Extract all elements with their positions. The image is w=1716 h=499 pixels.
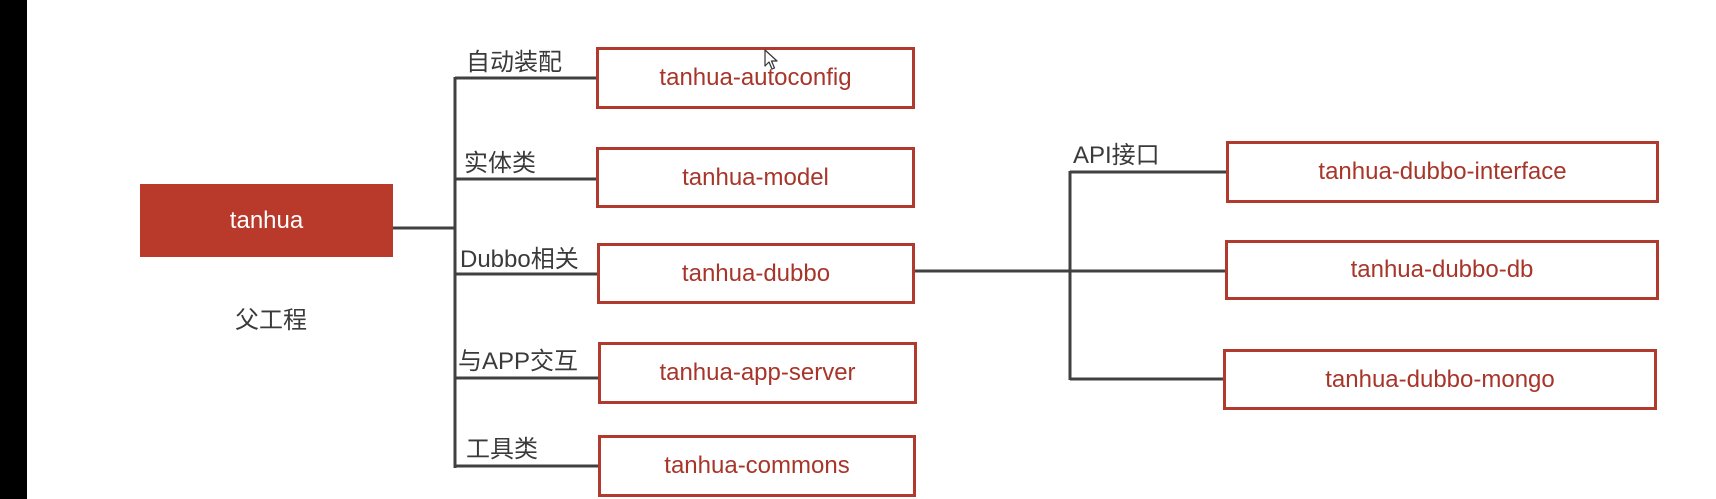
module-name: tanhua-model [682, 163, 829, 191]
submodule-box-dubbo-db[interactable]: tanhua-dubbo-db [1225, 240, 1659, 300]
edge-label-commons: 工具类 [466, 436, 538, 463]
edge-label-autoconfig: 自动装配 [466, 49, 562, 76]
edge-label-dubbo: Dubbo相关 [460, 246, 579, 273]
edge-label-model: 实体类 [464, 150, 536, 177]
module-box-model[interactable]: tanhua-model [596, 147, 915, 208]
module-box-commons[interactable]: tanhua-commons [598, 435, 916, 497]
submodule-box-dubbo-mongo[interactable]: tanhua-dubbo-mongo [1223, 349, 1657, 410]
edge-label-app-server: 与APP交互 [458, 348, 579, 375]
module-box-app-server[interactable]: tanhua-app-server [598, 342, 917, 404]
module-name: tanhua-autoconfig [659, 64, 852, 91]
module-box-dubbo[interactable]: tanhua-dubbo [597, 243, 915, 304]
module-name: tanhua-commons [664, 452, 850, 479]
root-label: tanhua [229, 206, 304, 234]
edge-label-api: API接口 [1073, 142, 1160, 169]
submodule-name: tanhua-dubbo-db [1350, 256, 1534, 283]
root-caption: 父工程 [235, 307, 307, 334]
submodule-box-dubbo-interface[interactable]: tanhua-dubbo-interface [1226, 141, 1659, 203]
submodule-name: tanhua-dubbo-interface [1318, 158, 1567, 185]
mouse-cursor-icon [764, 49, 778, 70]
module-name: tanhua-app-server [659, 359, 856, 386]
module-box-autoconfig[interactable]: tanhua-autoconfig [596, 47, 915, 109]
root-node[interactable]: tanhua [140, 184, 393, 257]
submodule-name: tanhua-dubbo-mongo [1325, 365, 1555, 393]
module-name: tanhua-dubbo [681, 259, 831, 287]
